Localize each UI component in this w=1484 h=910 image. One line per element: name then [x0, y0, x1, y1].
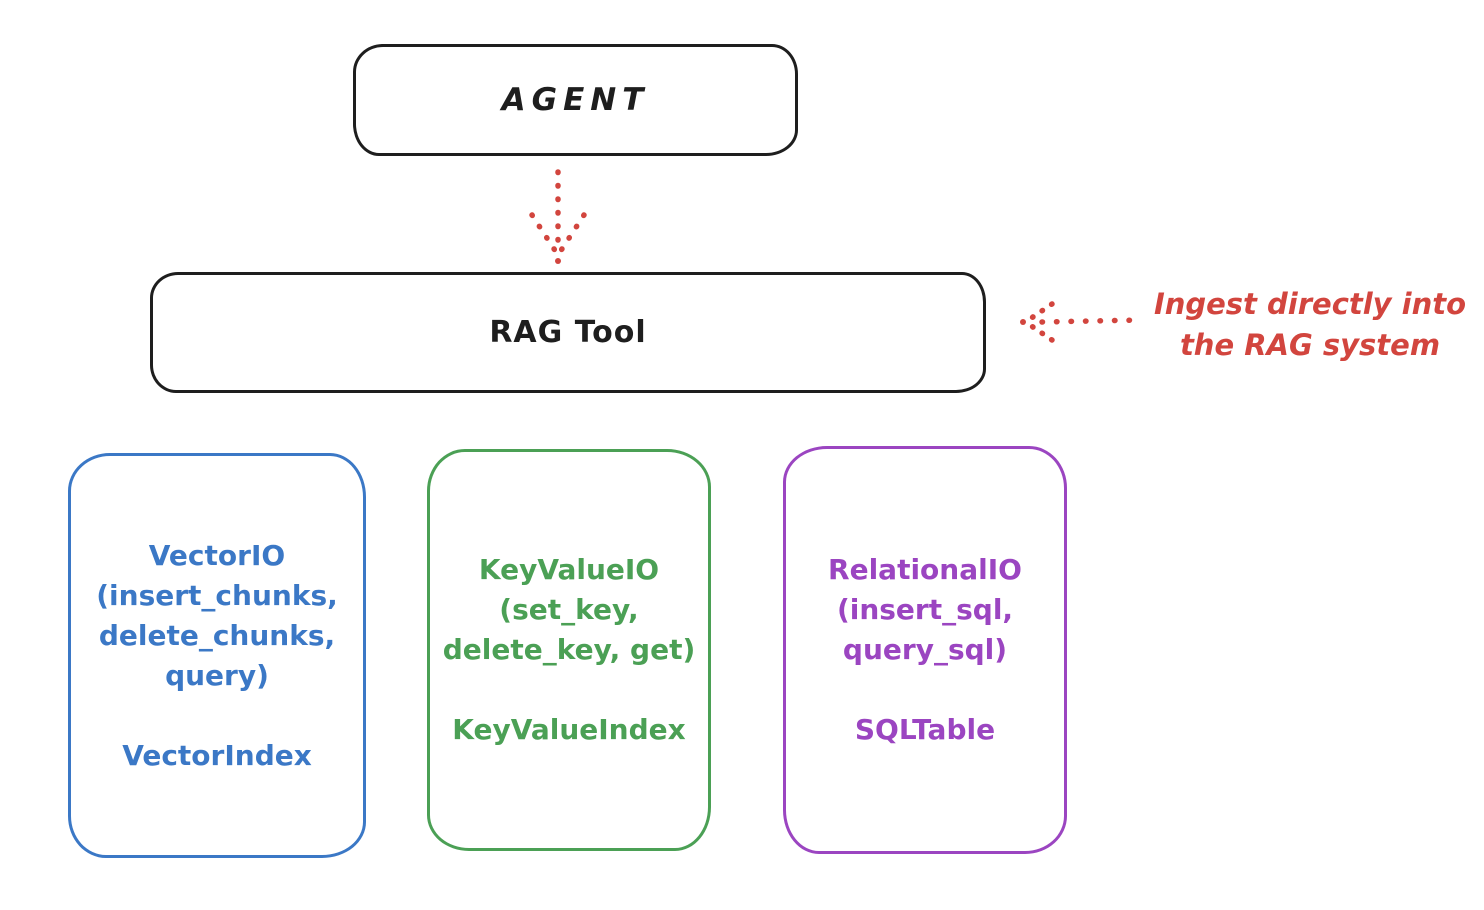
backend-line: query_sql): [842, 633, 1008, 666]
backend-node-vector-io: VectorIO (insert_chunks, delete_chunks, …: [68, 453, 366, 858]
backend-index-label: KeyValueIndex: [452, 713, 686, 746]
ingest-annotation-line2: the RAG system: [1179, 328, 1441, 362]
backend-line: query): [165, 658, 269, 692]
backend-line: (insert_chunks,: [96, 578, 338, 612]
backend-line: VectorIO: [148, 538, 286, 572]
backend-line: (set_key,: [499, 593, 639, 626]
agent-node: AGENT: [353, 44, 798, 156]
backend-node-relational-io: RelationalIO (insert_sql, query_sql) SQL…: [783, 446, 1067, 854]
agent-to-rag-arrow: [529, 169, 587, 264]
backend-line: (insert_sql,: [836, 593, 1014, 626]
backend-line: RelationalIO: [828, 553, 1022, 586]
backend-node-keyvalue-io: KeyValueIO (set_key, delete_key, get) Ke…: [427, 449, 711, 851]
backend-line: KeyValueIO: [478, 553, 660, 586]
rag-tool-node: RAG Tool: [150, 272, 986, 393]
backend-index-label: VectorIndex: [122, 738, 312, 772]
ingest-annotation: Ingest directly into the RAG system: [1140, 284, 1480, 366]
backend-index-label: SQLTable: [854, 713, 996, 746]
ingest-annotation-line1: Ingest directly into: [1153, 287, 1467, 321]
backend-line: delete_chunks,: [98, 618, 336, 652]
ingest-annotation-arrow: [1020, 301, 1143, 343]
agent-label: AGENT: [501, 82, 650, 118]
rag-tool-label: RAG Tool: [489, 315, 647, 350]
backend-line: delete_key, get): [442, 633, 696, 666]
